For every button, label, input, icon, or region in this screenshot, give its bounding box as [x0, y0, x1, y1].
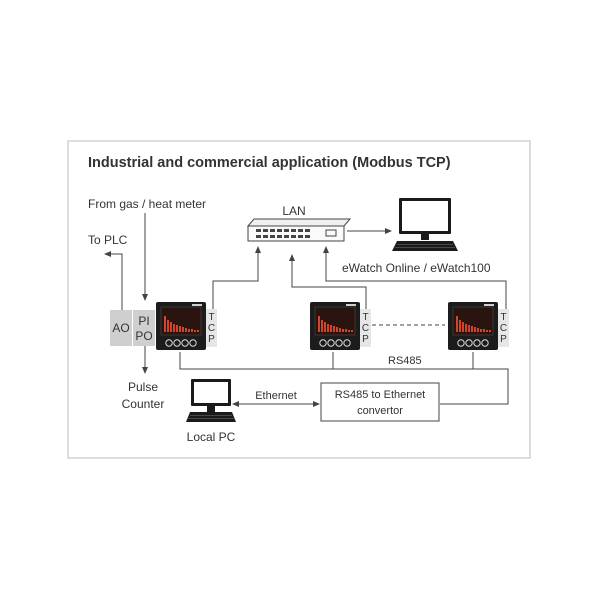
local-pc-label: Local PC — [187, 430, 236, 444]
counter-label: Counter — [122, 397, 165, 411]
tcp-t-1: T — [208, 312, 214, 323]
tcp-module-1 — [206, 309, 217, 347]
to-plc-label: To PLC — [88, 233, 128, 247]
rs485-bus — [179, 352, 509, 405]
meter2-lan-link — [289, 254, 367, 310]
tcp-module-2 — [360, 309, 371, 347]
gas-heat-meter-label: From gas / heat meter — [88, 197, 206, 211]
ao-module — [110, 310, 132, 346]
desktop-pc-icon — [186, 379, 236, 422]
ethernet-label: Ethernet — [255, 390, 297, 402]
pi-po-module — [133, 310, 155, 346]
lan-label: LAN — [282, 204, 305, 218]
tcp-p-3: P — [500, 334, 507, 345]
pi-label: PI — [138, 314, 149, 328]
lan-switch-icon — [246, 218, 352, 242]
tcp-p-2: P — [362, 334, 369, 345]
tcp-module-3 — [498, 309, 509, 347]
pulse-label: Pulse — [128, 380, 158, 394]
convertor-label-line2: convertor — [357, 405, 403, 417]
power-meter-icon — [447, 301, 499, 351]
monitor-icon — [392, 198, 458, 251]
power-meter-icon — [155, 301, 207, 351]
tcp-c-1: C — [208, 323, 215, 334]
tcp-c-2: C — [362, 323, 369, 334]
convertor-label-line1: RS485 to Ethernet — [335, 389, 426, 401]
rs485-ethernet-convertor — [320, 382, 440, 422]
ewatch-label: eWatch Online / eWatch100 — [342, 261, 491, 275]
tcp-p-1: P — [208, 334, 215, 345]
diagram-title: Industrial and commercial application (M… — [88, 155, 451, 171]
connectors — [104, 213, 509, 407]
rs485-label: RS485 — [388, 355, 422, 367]
tcp-t-2: T — [362, 312, 368, 323]
meter3-ewatch-link — [323, 246, 507, 310]
tcp-t-3: T — [500, 312, 506, 323]
po-label: PO — [135, 329, 152, 343]
power-meter-icon — [309, 301, 361, 351]
plc-arrow — [104, 251, 123, 310]
tcp-c-3: C — [500, 323, 507, 334]
ao-label: AO — [112, 321, 129, 335]
